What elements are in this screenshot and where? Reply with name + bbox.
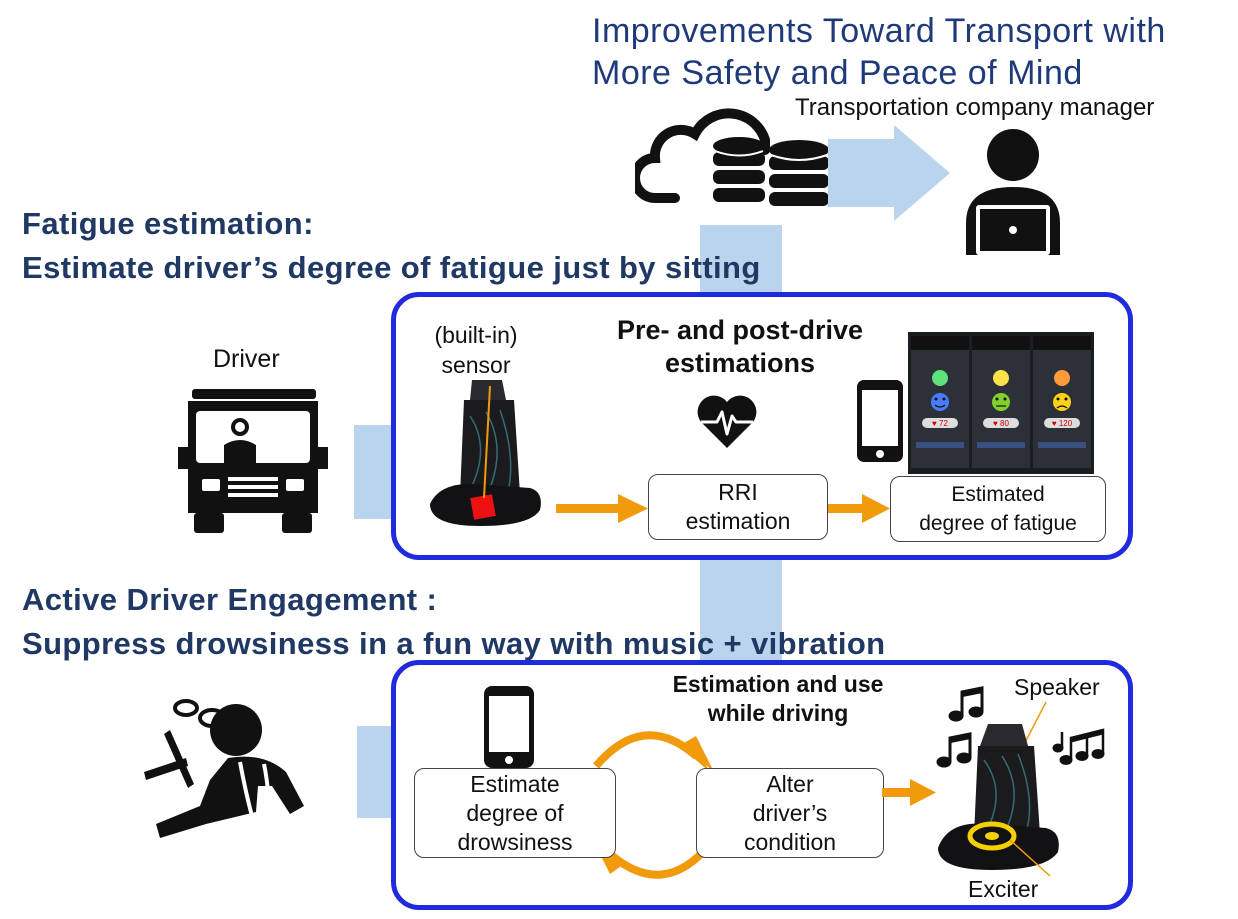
arrow-sensor-to-rri — [556, 494, 648, 523]
engagement-heading-line2: Suppress drowsiness in a fun way with mu… — [22, 626, 886, 661]
alter-condition-box: Alter driver’s condition — [696, 768, 884, 858]
fatigue-heading-line2: Estimate driver’s degree of fatigue just… — [22, 250, 761, 285]
exciter-label: Exciter — [968, 876, 1039, 902]
vertical-connector-bar-lower — [700, 558, 782, 666]
engagement-heading: Active Driver Engagement : Suppress drow… — [22, 578, 886, 666]
page-title: Improvements Toward Transport with More … — [592, 10, 1166, 94]
engagement-connector-bar — [357, 726, 397, 818]
vertical-connector-bar-upper — [700, 225, 782, 305]
estimate-drowsiness-box: Estimate degree of drowsiness — [414, 768, 616, 858]
app-screen-3: ♥ 120 — [1033, 336, 1091, 468]
app-screen-2-value: ♥ 80 — [993, 419, 1009, 428]
arrow-alter-to-seat — [882, 779, 936, 806]
smartphone-icon — [857, 380, 903, 462]
drowsy-driver-icon — [144, 699, 304, 838]
driver-label: Driver — [213, 345, 280, 373]
seat-exciter-icon — [938, 701, 1059, 877]
manager-label: Transportation company manager — [795, 94, 1155, 121]
fatigue-heading-line1: Fatigue estimation: — [22, 206, 314, 241]
cycle-arrow-top — [592, 731, 714, 772]
cloud-database-icon — [635, 108, 829, 206]
app-screen-1-value: ♥ 72 — [932, 419, 948, 428]
fatigue-heading: Fatigue estimation: Estimate driver’s de… — [22, 202, 761, 290]
estimated-fatigue-box: Estimated degree of fatigue — [890, 476, 1106, 542]
app-screen-3-value: ♥ 120 — [1052, 419, 1073, 428]
rri-estimation-box: RRI estimation — [648, 474, 828, 540]
estimation-use-label: Estimation and use while driving — [672, 671, 884, 726]
engagement-heading-line1: Active Driver Engagement : — [22, 582, 438, 617]
smartphone-icon-2 — [484, 686, 534, 768]
manager-laptop-icon — [966, 129, 1060, 255]
sensor-label: (built-in) sensor — [434, 322, 518, 378]
music-notes-icon — [936, 686, 1105, 768]
truck-driver-icon — [178, 389, 328, 533]
seat-sensor-icon — [430, 380, 541, 526]
app-screen-2: ♥ 80 — [972, 336, 1030, 468]
pre-post-drive-label: Pre- and post-drive estimations — [616, 315, 864, 378]
page-title-line2: More Safety and Peace of Mind — [592, 54, 1083, 92]
speaker-label: Speaker — [1014, 674, 1100, 700]
heart-rate-icon — [697, 395, 757, 448]
app-screenshots: ♥ 72 ♥ 80 ♥ 120 — [908, 332, 1094, 474]
driver-connector-bar — [354, 425, 394, 519]
page-title-line1: Improvements Toward Transport with — [592, 12, 1166, 50]
arrow-rri-to-fatigue — [828, 494, 890, 523]
data-flow-arrow — [828, 125, 950, 221]
app-screen-1: ♥ 72 — [911, 336, 969, 468]
